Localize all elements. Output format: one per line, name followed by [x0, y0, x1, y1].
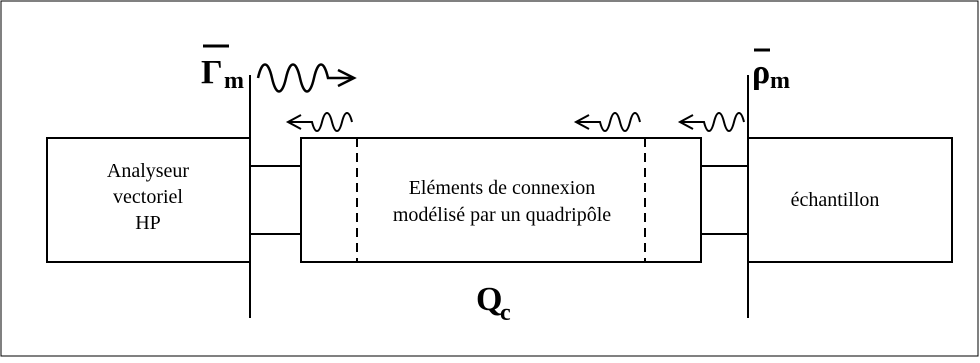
quadripole-subscript: c [500, 300, 511, 326]
incident-wave-icon [256, 63, 352, 93]
sample-label: échantillon [791, 189, 880, 211]
sample-box [747, 137, 953, 263]
connection-label-line-1: Eléments de connexion [409, 177, 596, 199]
analyzer-label-line-1: Analyseur [107, 160, 190, 182]
incident-arrowhead-icon [337, 68, 357, 88]
analyzer-label-line-2: vectoriel [113, 186, 183, 208]
analyzer-box [46, 137, 251, 263]
connection-label-line-2: modélisé par un quadripôle [393, 204, 611, 226]
reflected-wave-right-icon [680, 112, 745, 132]
reflected-arrowhead-left-icon [285, 114, 302, 130]
analyzer-label-line-3: HP [135, 212, 161, 234]
reflected-arrowhead-middle-icon [573, 114, 590, 130]
reflected-arrowhead-right-icon [677, 114, 694, 130]
connection-elements-box [300, 137, 702, 263]
rho-subscript: m [770, 68, 790, 94]
reflected-wave-middle-icon [576, 112, 641, 132]
gamma-symbol: Γ [201, 54, 223, 91]
gamma-subscript: m [224, 68, 244, 94]
rho-symbol: ρ [752, 54, 770, 91]
quadripole-symbol: Q [476, 281, 502, 318]
reflected-wave-left-icon [288, 112, 353, 132]
